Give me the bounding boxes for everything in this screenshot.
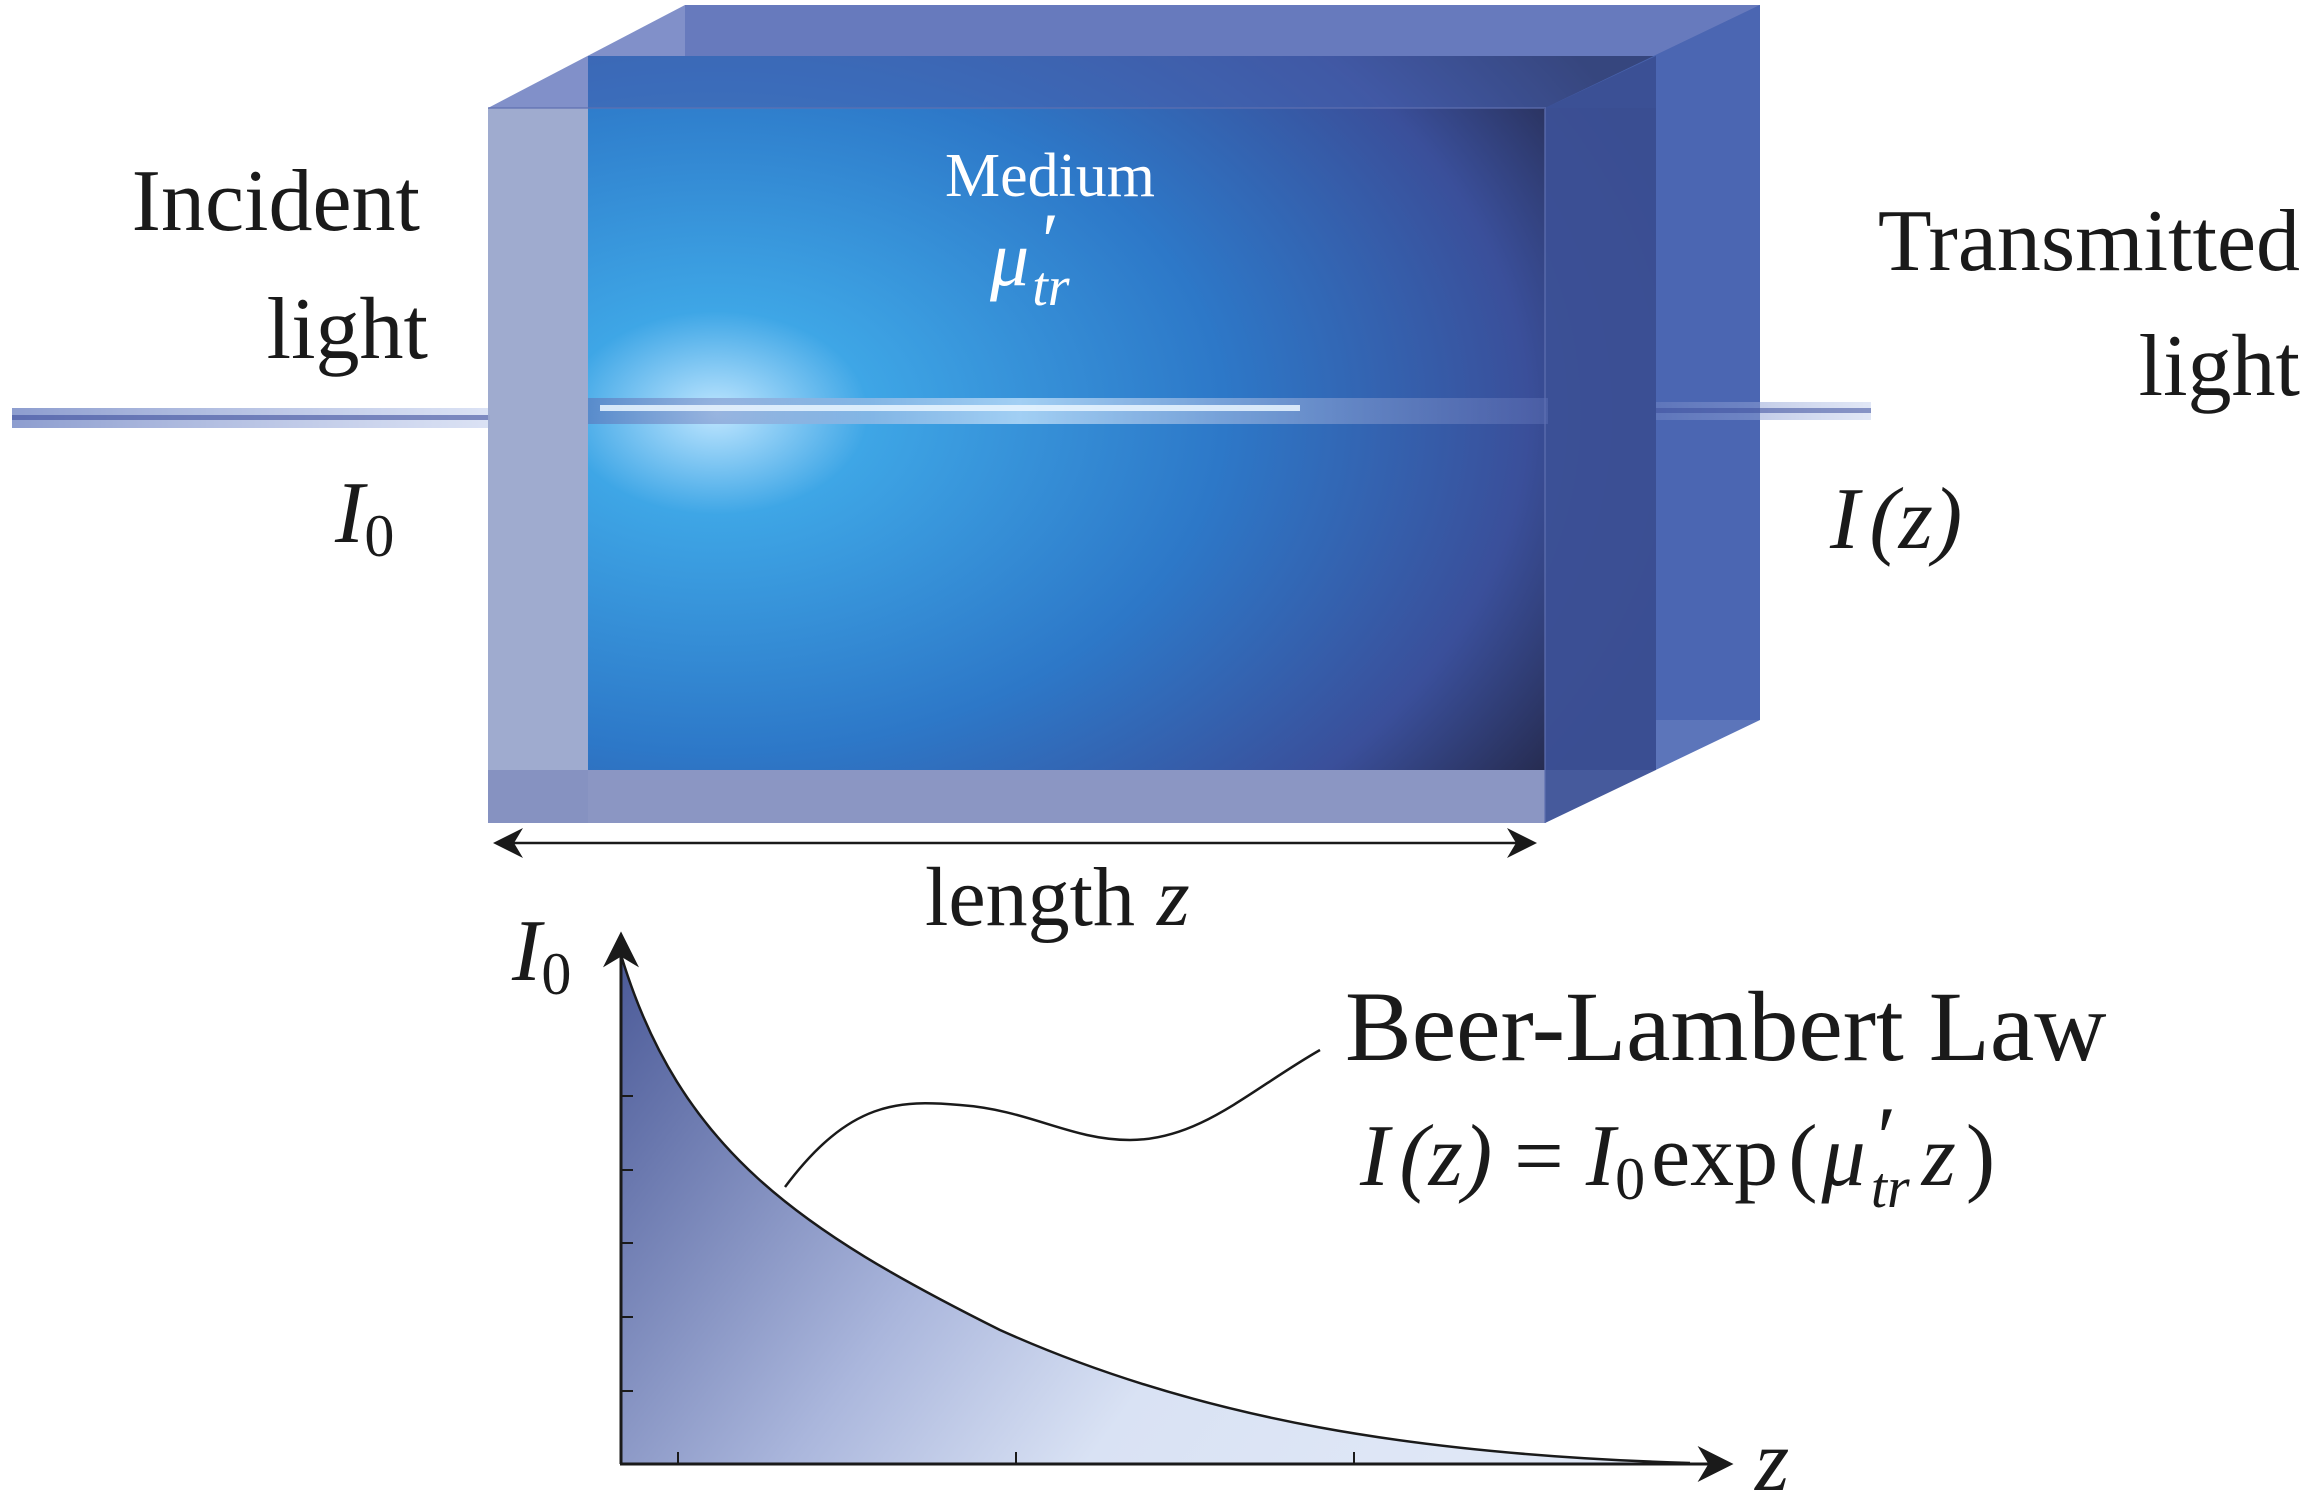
law-pointer bbox=[783, 1048, 1321, 1188]
y-axis-label: I0 bbox=[511, 903, 571, 1007]
beam-in-medium-core bbox=[600, 405, 1300, 411]
incident-beam-core bbox=[12, 415, 490, 420]
x-ticks bbox=[677, 1452, 1355, 1464]
decay-graph: I0 z bbox=[511, 903, 1789, 1504]
transmitted-label-line2: light bbox=[2139, 318, 2300, 415]
slab-right-face bbox=[1545, 5, 1760, 823]
mu-tr-label: μ′tr bbox=[989, 197, 1070, 318]
i0-left-label: I0 bbox=[334, 465, 394, 569]
iz-right-label: I(z) bbox=[1829, 471, 1962, 568]
slab-right-inner-edge bbox=[1545, 56, 1656, 823]
incident-label-line2: light bbox=[267, 281, 428, 378]
incident-label-line1: Incident bbox=[132, 153, 420, 250]
slab-front-bottom-panel bbox=[488, 770, 1545, 823]
transmitted-label-line1: Transmitted bbox=[1878, 193, 2300, 290]
y-ticks bbox=[621, 1095, 633, 1392]
transmitted-beam-core bbox=[1656, 408, 1871, 413]
x-axis-label: z bbox=[1754, 1413, 1789, 1504]
slab-front-top-band bbox=[588, 56, 1656, 108]
slab-front-left-panel bbox=[488, 108, 588, 823]
decay-curve-fill bbox=[621, 955, 1690, 1463]
medium-label: Medium bbox=[945, 142, 1155, 210]
law-title: Beer-Lambert Law bbox=[1345, 971, 2106, 1082]
decay-curve bbox=[619, 954, 1691, 1465]
